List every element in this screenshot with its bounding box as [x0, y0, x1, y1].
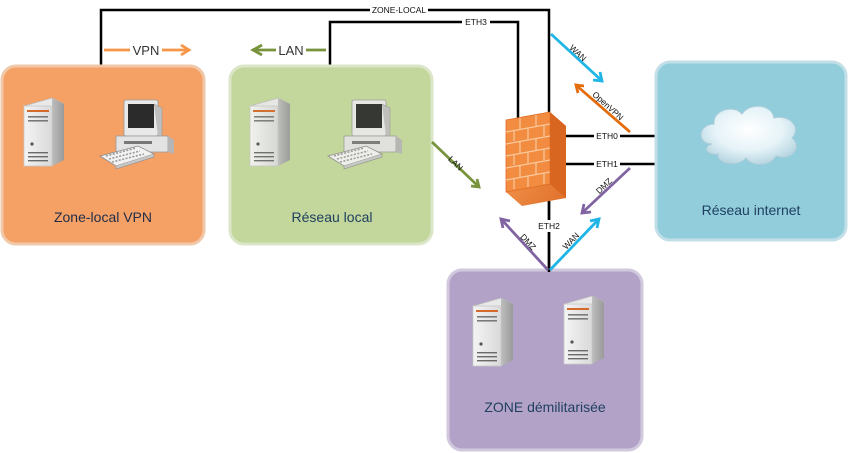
server-icon: [23, 97, 65, 167]
eth3-label: ETH3: [465, 17, 487, 27]
eth0-label: ETH0: [596, 131, 618, 141]
zone-dmz: ZONE démilitarisée: [446, 268, 644, 452]
zone-reseau-local: Réseau local: [228, 64, 434, 246]
eth3-line: [328, 20, 520, 123]
zone-local-vpn: Zone-local VPN: [0, 64, 206, 246]
server-icon: [472, 297, 514, 367]
firewall-icon: [505, 111, 567, 207]
vpn-arrow: VPN: [104, 43, 192, 58]
lan-arrow-diag: LAN: [431, 140, 481, 189]
vpn-arrow-label: VPN: [133, 43, 160, 58]
eth1-label: ETH1: [596, 159, 618, 169]
dmz-arrow-right: DMZ: [580, 166, 631, 215]
zone-vpn-label: Zone-local VPN: [54, 209, 152, 225]
server-icon: [563, 295, 605, 365]
zone-reseau-internet: Réseau internet: [654, 60, 848, 242]
openvpn-arrow: OpenVPN: [574, 83, 631, 134]
zone-lan-label: Réseau local: [292, 209, 373, 225]
wan-arrow-top: WAN: [550, 32, 604, 83]
openvpn-arrow-label: OpenVPN: [590, 89, 625, 122]
lan-arrow-top: LAN: [250, 43, 326, 58]
zone-local-label: ZONE-LOCAL: [372, 5, 427, 15]
eth2-label-bg: [536, 220, 562, 232]
lan-arrow-top-label: LAN: [278, 43, 303, 58]
server-icon: [249, 97, 291, 167]
zone-dmz-label: ZONE démilitarisée: [484, 399, 606, 415]
zone-internet-label: Réseau internet: [702, 202, 801, 218]
eth2-label-top: ETH2: [538, 221, 560, 231]
